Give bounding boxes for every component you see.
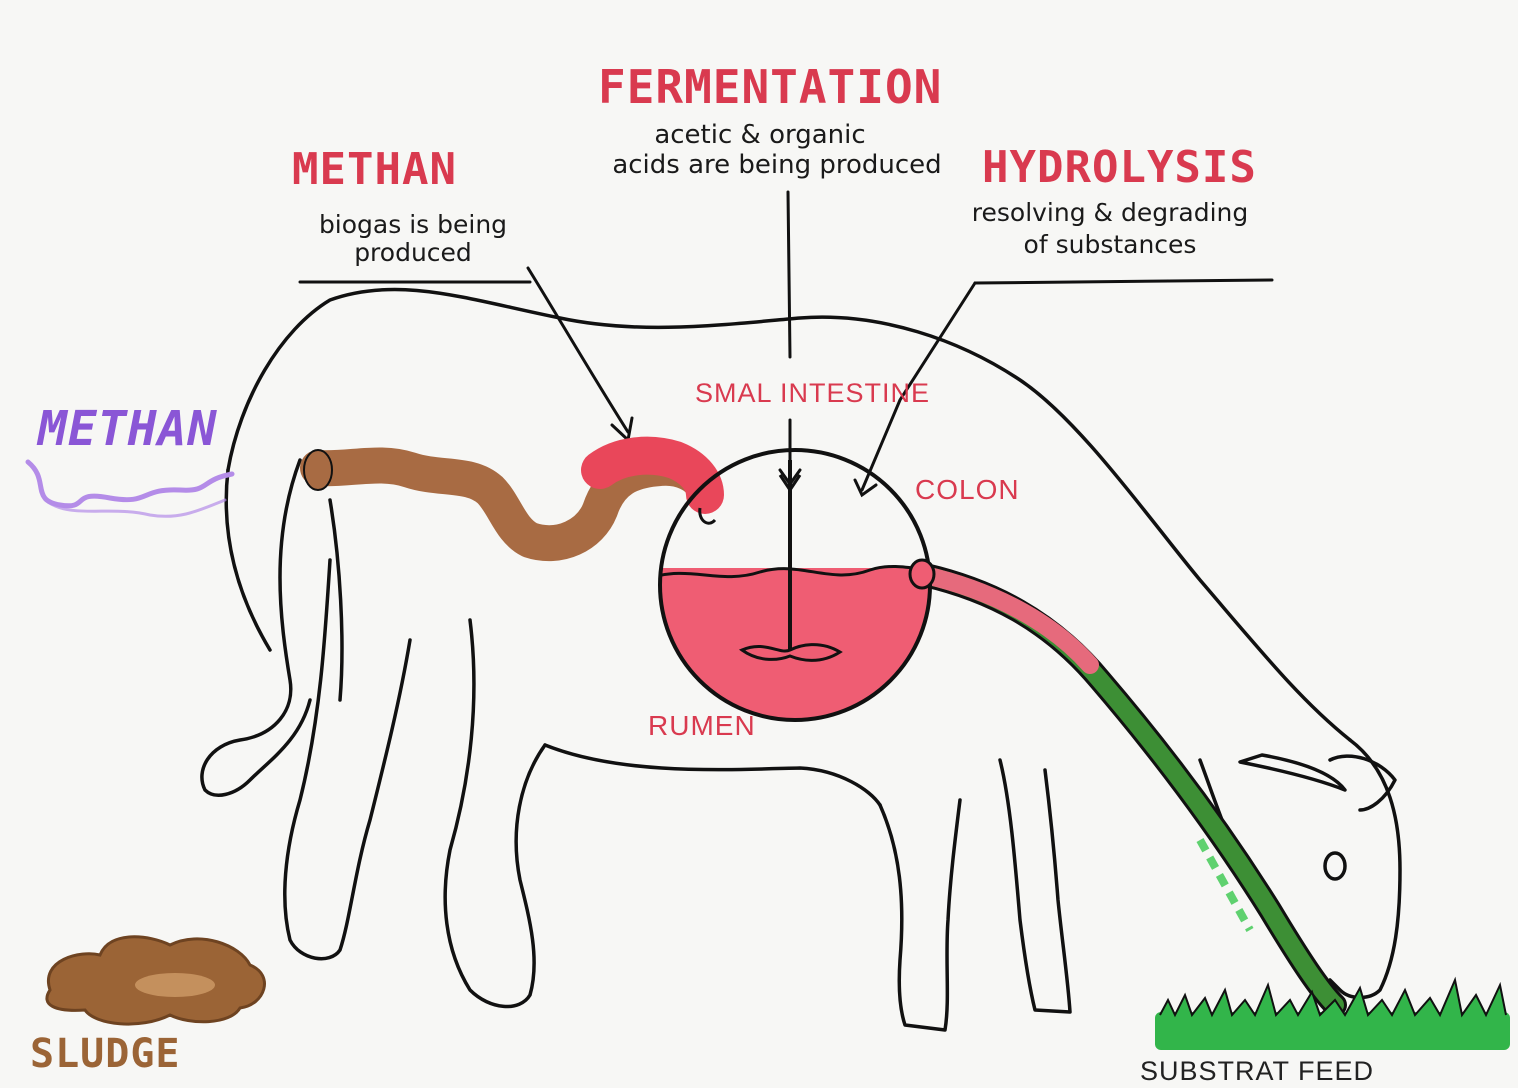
colon-label: COLON <box>915 476 1020 504</box>
substrat-feed-label: SUBSTRAT FEED <box>1140 1058 1374 1085</box>
rumen-outlet <box>910 560 934 588</box>
cow-front-leg-2 <box>1000 760 1070 1012</box>
fermentation-leader <box>788 192 790 357</box>
fermentation-title: FERMENTATION <box>598 64 942 110</box>
hydrolysis-title: HYDROLYSIS <box>982 146 1257 190</box>
cow-hind-leg-1 <box>285 560 410 959</box>
methan-gas-wisps <box>28 462 232 516</box>
cow-head <box>1330 740 1400 998</box>
methan-gas-label: METHAN <box>38 405 217 453</box>
methan-leader <box>528 268 628 432</box>
esophagus <box>925 575 1335 1005</box>
cow-rump <box>226 470 270 650</box>
hydrolysis-note-line2: of substances <box>960 232 1260 258</box>
fermentation-note-line1: acetic & organic <box>620 122 900 149</box>
rumen-label: RUMEN <box>648 712 756 740</box>
cow-tail-inner <box>330 500 342 700</box>
fermentation-note-line2: acids are being produced <box>592 152 962 179</box>
cow-front-leg-1 <box>880 800 960 1030</box>
esophagus-fill <box>925 575 1335 1005</box>
cow-belly <box>545 745 880 805</box>
cow-hind-leg-2 <box>445 620 545 1006</box>
esophagus-red <box>925 575 1090 665</box>
small-intestine-label: SMAL INTESTINE <box>695 380 930 407</box>
anus-opening <box>304 450 332 490</box>
methan-title: METHAN <box>292 148 457 192</box>
cow-eye <box>1325 853 1345 879</box>
small-intestine <box>318 465 705 543</box>
hydrolysis-note-line1: resolving & degrading <box>960 200 1260 226</box>
methan-note-line2: produced <box>298 240 528 266</box>
rumen-reactor <box>650 450 950 728</box>
sludge-label: SLUDGE <box>30 1034 181 1074</box>
methan-note-line1: biogas is being <box>298 212 528 238</box>
sludge-highlight <box>135 973 215 997</box>
hydrolysis-underline <box>975 280 1272 283</box>
